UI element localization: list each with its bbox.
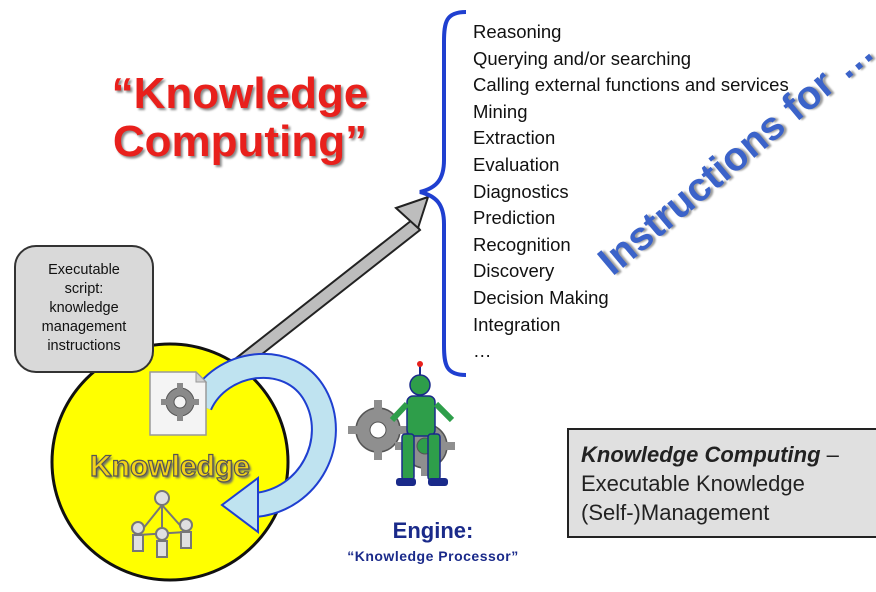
engine-title: Engine: [392,518,474,543]
robot-engine-icon [348,361,455,486]
definition-box: Knowledge Computing – Executable Knowled… [567,428,876,538]
definition-line-3: (Self-)Management [581,500,770,525]
page-title: “Knowledge Computing” [60,70,420,166]
list-item: Evaluation [473,153,560,175]
list-item: Diagnostics [473,180,569,202]
list-item: Extraction [473,127,556,149]
knowledge-label: Knowledge [89,449,250,483]
cycle-arrow-icon [188,352,337,534]
definition-dash: – [820,442,839,467]
list-item: Querying and/or searching [473,47,692,69]
callout-line-1: Executable [48,262,120,278]
list-item: Calling external functions and services [473,74,789,96]
definition-term: Knowledge Computing [581,442,821,467]
callout-line-3: knowledge [49,300,119,316]
list-item: Decision Making [473,286,609,308]
list-item: … [473,340,492,362]
knowledge-circle [50,342,290,582]
people-network-icon [131,490,193,558]
script-callout: Executable script: knowledge management … [14,245,154,373]
list-item: Integration [473,313,561,335]
definition-line-2: Executable Knowledge [581,471,805,496]
instructions-list: Reasoning Querying and/or searching Call… [473,19,789,365]
callout-line-5: instructions [47,338,121,354]
callout-line-2: script: [64,281,104,297]
title-line-2: Computing” [112,117,368,166]
callout-line-4: management [41,319,127,335]
list-item: Prediction [473,207,556,229]
list-item: Mining [473,100,528,122]
list-item: Recognition [473,233,571,255]
document-gear-icon [149,370,208,436]
list-item: Discovery [473,260,555,282]
curly-brace-icon [419,10,467,377]
gear-icon [161,383,199,421]
engine-subtitle: “Knowledge Processor” [347,548,519,564]
title-line-1: “Knowledge [111,69,369,118]
list-item: Reasoning [473,21,562,42]
